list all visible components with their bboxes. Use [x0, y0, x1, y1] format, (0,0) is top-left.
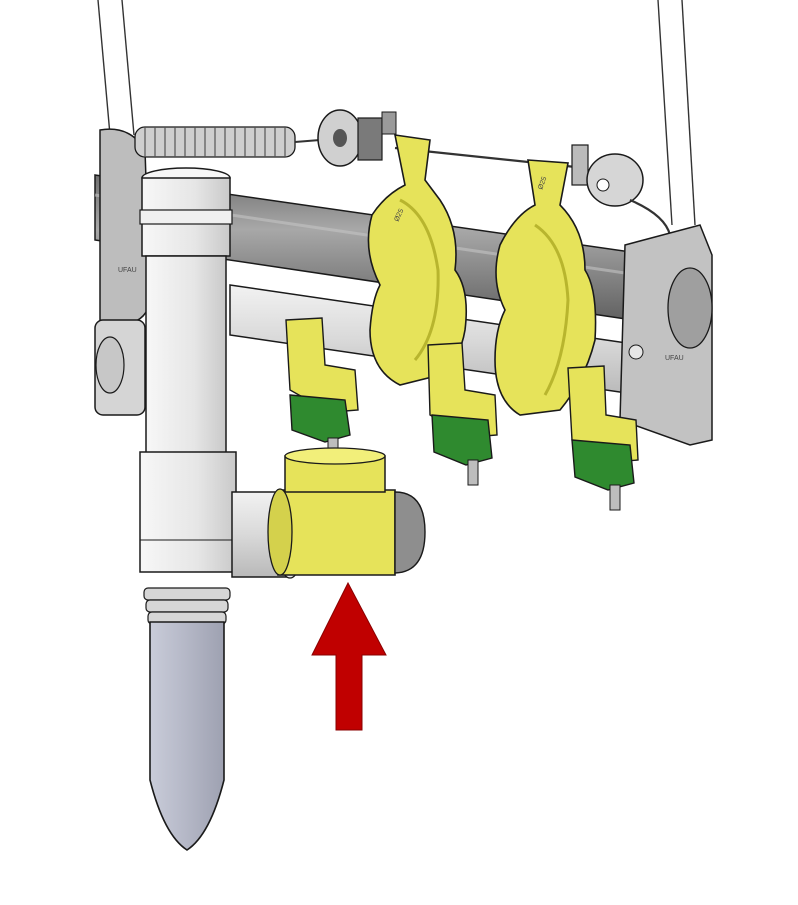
clamp-mark-2: Ø25 [537, 176, 548, 191]
vertical-inlet-pipe [139, 167, 237, 573]
transparent-bottle [149, 621, 225, 851]
drinking-nipple-2 [427, 342, 498, 486]
winch-pulley [317, 109, 397, 167]
tension-spring [134, 126, 321, 158]
right-hanger-bracket: UFAU [619, 224, 713, 446]
right-pulley [571, 144, 672, 236]
bottle-threads [143, 587, 231, 625]
clamp-mark-1: Ø25 [393, 208, 405, 223]
drinking-nipple-1 [285, 317, 359, 457]
up-arrow-icon [311, 581, 387, 731]
left-hanger-bracket: UFAU [94, 128, 151, 416]
bracket-mark-right: UFAU [665, 355, 684, 362]
suspension-wires [97, 0, 696, 226]
yellow-pipe-clamp-2: Ø25 [494, 159, 597, 416]
drinking-nipple-3 [567, 365, 639, 511]
yellow-end-cap [267, 447, 426, 576]
yellow-pipe-clamp-1: Ø25 [367, 134, 468, 386]
bracket-mark-left: UFAU [118, 267, 137, 274]
